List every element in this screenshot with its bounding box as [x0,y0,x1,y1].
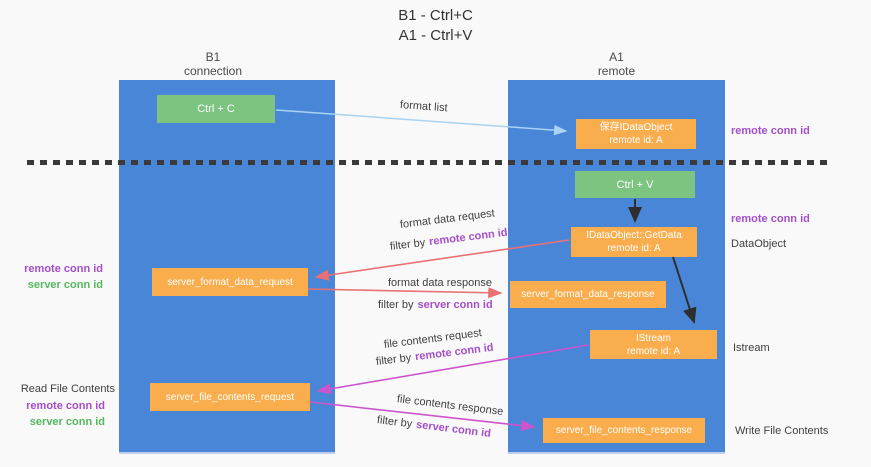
format-data-request-edge-label: format data request [399,207,496,231]
title-line-2: A1 - Ctrl+V [398,27,473,44]
file-response-label: server_file_contents_response [555,425,693,436]
diagram-title: B1 - Ctrl+C A1 - Ctrl+V [0,6,871,46]
read-file-contents-label: Read File Contents [20,383,115,395]
left-remote-conn-id-label: remote conn id [24,263,103,275]
left-column-header: B1 connection [105,50,321,78]
left-column-name: B1 [205,50,221,64]
left-column-role: connection [183,64,243,78]
left-conn-id-labels-bottom: remote conn id server conn id [0,398,105,430]
left-remote-conn-id-label-2: remote conn id [26,400,105,412]
getdata-line1: IDataObject::GetData [586,230,682,241]
right-column-header: A1 remote [508,50,725,78]
istream-side-label: Istream [733,342,770,354]
dataobject-label: DataObject [731,238,787,250]
istream-box: IStream remote id: A [590,330,717,359]
ctrl-v-label: Ctrl + V [616,178,654,191]
format-request-label: server_format_data_request [167,276,293,288]
file-contents-response-edge-label: file contents response [396,393,504,418]
arrow-format-data-response [307,287,503,299]
right-remote-conn-id-label-1: remote conn id [731,125,810,137]
server-file-contents-response-box: server_file_contents_response [543,418,705,443]
title-line-1: B1 - Ctrl+C [398,7,473,24]
right-remote-conn-id-label-2: remote conn id [731,213,810,225]
server-format-data-response-box: server_format_data_response [510,281,666,308]
server-file-contents-request-box: server_file_contents_request [150,383,310,411]
filter-by-text: filter by [378,299,414,311]
dashed-separator-line [27,160,832,165]
getdata-line2: remote id: A [607,243,661,254]
server-conn-id-text: server conn id [417,299,493,311]
save-dataobject-box: 保存IDataObject remote id: A [576,119,696,149]
right-column-name: A1 [609,50,624,64]
filter-by-text: filter by [376,414,413,431]
istream-line2: remote id: A [626,345,681,357]
format-response-label: server_format_data_response [521,289,655,300]
idataobject-getdata-box: IDataObject::GetData remote id: A [571,227,697,257]
ctrl-c-box: Ctrl + C [157,95,275,123]
remote-conn-id-text: remote conn id [428,226,509,249]
server-format-data-request-box: server_format_data_request [152,268,308,296]
format-list-edge-label: format list [399,99,448,115]
left-server-conn-id-label: server conn id [27,279,103,291]
filter-by-text: filter by [389,236,426,253]
file-request-label: server_file_contents_request [165,391,295,403]
save-dataobject-line1: 保存IDataObject [599,122,673,133]
format-data-response-edge-label: format data response [388,277,492,289]
left-server-conn-id-label-2: server conn id [29,416,105,428]
istream-line1: IStream [635,332,671,344]
write-file-contents-label: Write File Contents [735,425,829,437]
ctrl-c-label: Ctrl + C [197,103,235,115]
server-conn-id-text: server conn id [415,418,492,440]
left-conn-id-labels-top: remote conn id server conn id [0,261,103,293]
right-column-role: remote [597,64,636,78]
save-dataobject-line2: remote id: A [609,135,663,146]
ctrl-v-box: Ctrl + V [575,171,695,198]
filter-by-text: filter by [375,351,412,368]
